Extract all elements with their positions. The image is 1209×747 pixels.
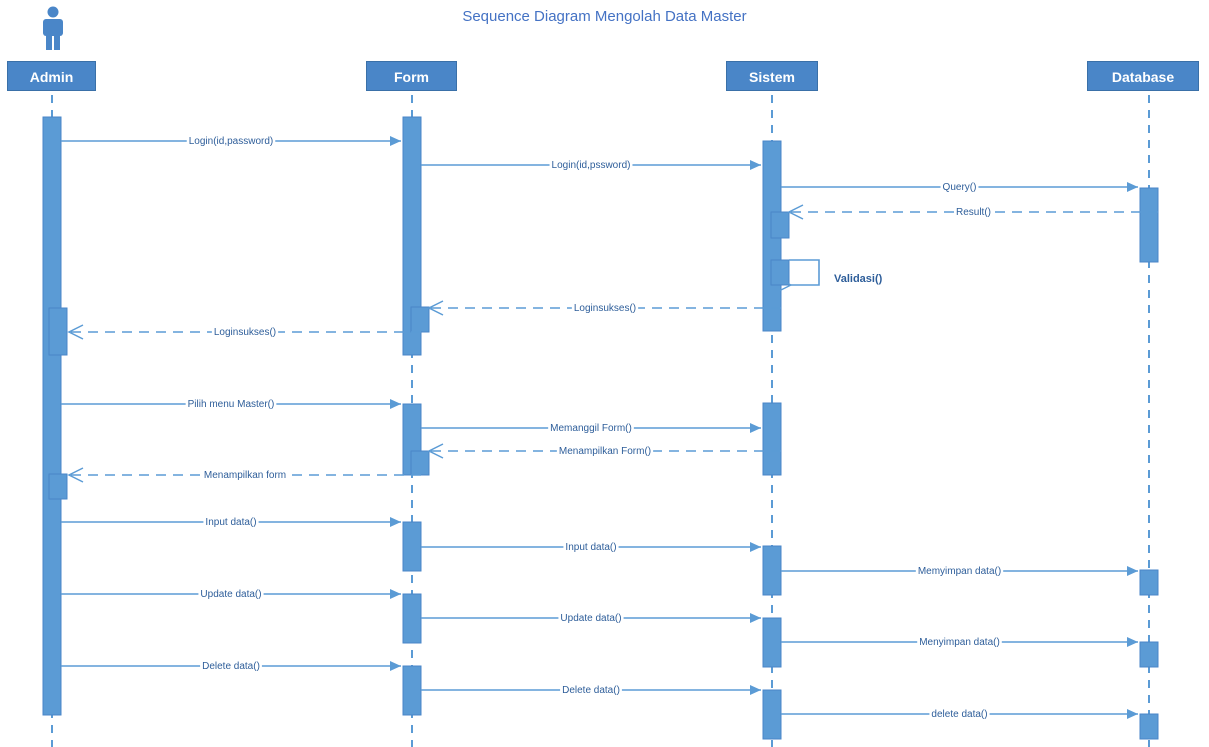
lifeline-header-database: Database — [1087, 61, 1199, 91]
message-3: Query() — [781, 182, 1138, 193]
message-label: Update data() — [200, 589, 261, 600]
message-18: Delete data() — [61, 661, 401, 672]
activation-bar — [1139, 569, 1159, 596]
activation-bar — [402, 521, 422, 572]
message-15: Update data() — [61, 589, 401, 600]
activation-bar — [42, 116, 62, 716]
message-label: Menampilkan form — [204, 470, 286, 481]
message-label: Delete data() — [562, 685, 620, 696]
message-label: delete data() — [931, 709, 987, 720]
message-label: Menyimpan data() — [919, 637, 1000, 648]
activation-bar — [48, 307, 68, 356]
message-label: Menampilkan Form() — [559, 446, 651, 457]
activation-bar — [1139, 641, 1159, 668]
message-label: Update data() — [560, 613, 621, 624]
message-label: Loginsukses() — [574, 303, 636, 314]
message-label: Memyimpan data() — [918, 566, 1001, 577]
activation-bar — [762, 545, 782, 596]
lifeline-header-sistem: Sistem — [726, 61, 818, 91]
lifeline-header-admin: Admin — [7, 61, 96, 91]
message-10: Menampilkan Form() — [427, 443, 781, 459]
message-label: Login(id,pssword) — [552, 160, 631, 171]
activation-bar — [402, 593, 422, 644]
message-5: Validasi() — [789, 259, 883, 285]
message-label: Pilih menu Master() — [188, 399, 275, 410]
message-8: Pilih menu Master() — [61, 399, 401, 410]
activation-bar — [410, 306, 430, 333]
message-7: Loginsukses() — [67, 324, 421, 340]
activation-bar — [770, 259, 790, 286]
activation-bar — [402, 116, 422, 356]
message-19: Delete data() — [421, 685, 761, 696]
message-label: Login(id,password) — [189, 136, 274, 147]
message-label: Delete data() — [202, 661, 260, 672]
message-label: Validasi() — [834, 273, 883, 285]
activation-bar — [762, 617, 782, 668]
activation-bar — [410, 450, 430, 476]
activation-bar — [762, 402, 782, 476]
message-label: Loginsukses() — [214, 327, 276, 338]
activation-bar — [1139, 187, 1159, 263]
message-6: Loginsukses() — [427, 300, 781, 316]
lifeline-header-form: Form — [366, 61, 457, 91]
message-label: Input data() — [565, 542, 616, 553]
message-label: Input data() — [205, 517, 256, 528]
message-16: Update data() — [421, 613, 761, 624]
activation-bar — [48, 473, 68, 500]
message-9: Memanggil Form() — [421, 423, 761, 434]
message-12: Input data() — [61, 517, 401, 528]
message-14: Memyimpan data() — [781, 566, 1138, 577]
message-4: Result() — [787, 204, 1158, 220]
activation-bar — [402, 665, 422, 716]
message-20: delete data() — [781, 709, 1138, 720]
message-label: Query() — [943, 182, 977, 193]
message-17: Menyimpan data() — [781, 637, 1138, 648]
activation-bar — [1139, 713, 1159, 740]
message-label: Result() — [956, 207, 991, 218]
activation-bar — [770, 211, 790, 239]
activation-bar — [762, 689, 782, 740]
message-13: Input data() — [421, 542, 761, 553]
message-2: Login(id,pssword) — [421, 160, 761, 171]
actor-icon — [43, 6, 63, 50]
message-11: Menampilkan form — [67, 467, 421, 483]
message-label: Memanggil Form() — [550, 423, 632, 434]
message-1: Login(id,password) — [61, 136, 401, 147]
diagram-title: Sequence Diagram Mengolah Data Master — [462, 8, 747, 25]
